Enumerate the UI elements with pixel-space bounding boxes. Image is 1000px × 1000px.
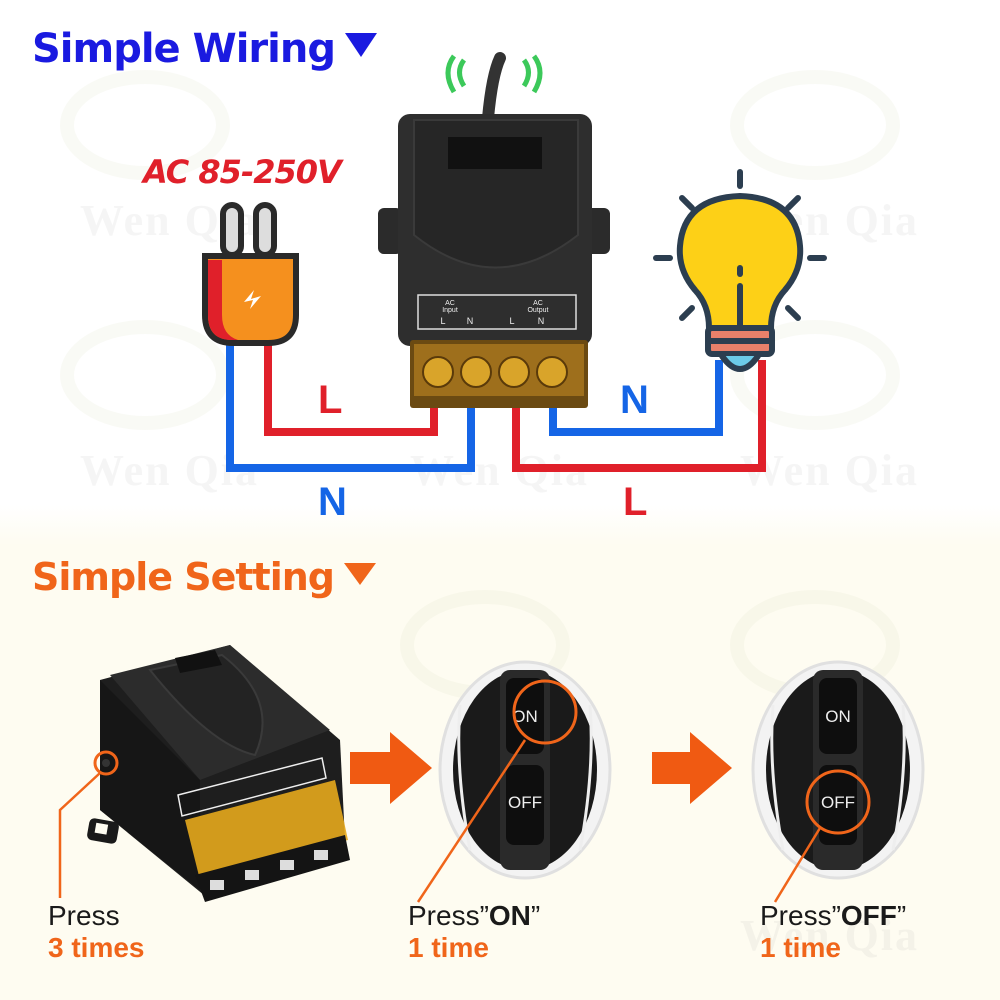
arrow-right-icon xyxy=(350,732,432,804)
input-label: AC xyxy=(445,300,455,307)
quote: ” xyxy=(896,900,907,931)
step-off-button-name: OFF xyxy=(840,900,897,931)
output-neutral-wire xyxy=(549,360,723,436)
step-off-count: 1 time xyxy=(760,932,841,963)
on-button-label: ON xyxy=(512,707,538,726)
output-l-label: L xyxy=(509,316,514,326)
step-on-caption: Press”ON” 1 time xyxy=(408,900,540,964)
quote: ” xyxy=(831,900,841,931)
setting-diagram: ON OFF ON OFF xyxy=(58,645,925,903)
input-neutral-label: N xyxy=(318,480,347,524)
output-label: AC xyxy=(533,300,543,307)
callout-line xyxy=(773,827,822,903)
step-learn-text: Press xyxy=(48,900,120,931)
wireless-signal-icon xyxy=(457,58,467,88)
input-neutral-wire xyxy=(226,345,475,472)
setting-title-text: Simple Setting xyxy=(32,555,335,599)
watermark-text: Wen Qia xyxy=(740,911,920,960)
step-on-count: 1 time xyxy=(408,932,489,963)
quote: ” xyxy=(479,900,489,931)
setting-title: Simple Setting xyxy=(32,555,376,599)
callout-line xyxy=(416,739,527,903)
remote-control-on: ON OFF xyxy=(416,660,612,903)
output-neutral-label: N xyxy=(620,378,649,422)
output-live-label: L xyxy=(623,480,648,524)
watermark-text: Wen Qia xyxy=(740,446,920,495)
learn-button-highlight xyxy=(93,750,119,776)
voltage-label: AC 85-250V xyxy=(143,153,342,191)
quote: ” xyxy=(530,900,541,931)
panel-divider xyxy=(0,505,1000,545)
arrow-right-icon xyxy=(652,732,732,804)
step-learn-count: 3 times xyxy=(48,932,145,963)
wiring-diagram: AC Input AC Output L N L N xyxy=(202,52,827,472)
remote-off-button xyxy=(506,765,544,845)
remote-control-off: ON OFF xyxy=(751,660,925,903)
input-live-wire xyxy=(264,345,438,436)
input-n-label: N xyxy=(467,316,474,326)
off-button-label: OFF xyxy=(821,793,855,812)
callout-line xyxy=(58,772,101,898)
step-off-caption: Press”OFF” 1 time xyxy=(760,900,906,964)
on-button-highlight xyxy=(512,679,578,745)
off-button-label: OFF xyxy=(508,793,542,812)
step-on-text: Press xyxy=(408,900,480,931)
power-plug-icon xyxy=(202,202,299,346)
step-on-button-name: ON xyxy=(488,900,531,931)
remote-on-button xyxy=(506,678,544,754)
input-live-label: L xyxy=(318,378,343,422)
step-learn-caption: Press 3 times xyxy=(48,900,145,964)
step-off-text: Press xyxy=(760,900,832,931)
relay-device-photo xyxy=(58,645,350,902)
wiring-title-text: Simple Wiring xyxy=(32,26,336,72)
terminal-screws xyxy=(422,356,568,388)
triangle-down-icon xyxy=(344,33,377,57)
off-button-highlight xyxy=(805,769,871,835)
remote-off-button xyxy=(819,765,857,845)
light-bulb-icon xyxy=(653,169,827,372)
on-button-label: ON xyxy=(825,707,851,726)
output-live-wire xyxy=(512,360,766,472)
remote-on-button xyxy=(819,678,857,754)
relay-learn-button xyxy=(102,759,110,767)
triangle-down-icon xyxy=(343,562,376,585)
output-label-2: Output xyxy=(527,307,548,314)
input-l-label: L xyxy=(440,316,445,326)
wireless-relay-switch-icon: AC Input AC Output L N L N xyxy=(378,52,610,408)
wiring-title: Simple Wiring xyxy=(32,26,377,72)
input-label-2: Input xyxy=(442,307,458,314)
output-n-label: N xyxy=(538,316,545,326)
